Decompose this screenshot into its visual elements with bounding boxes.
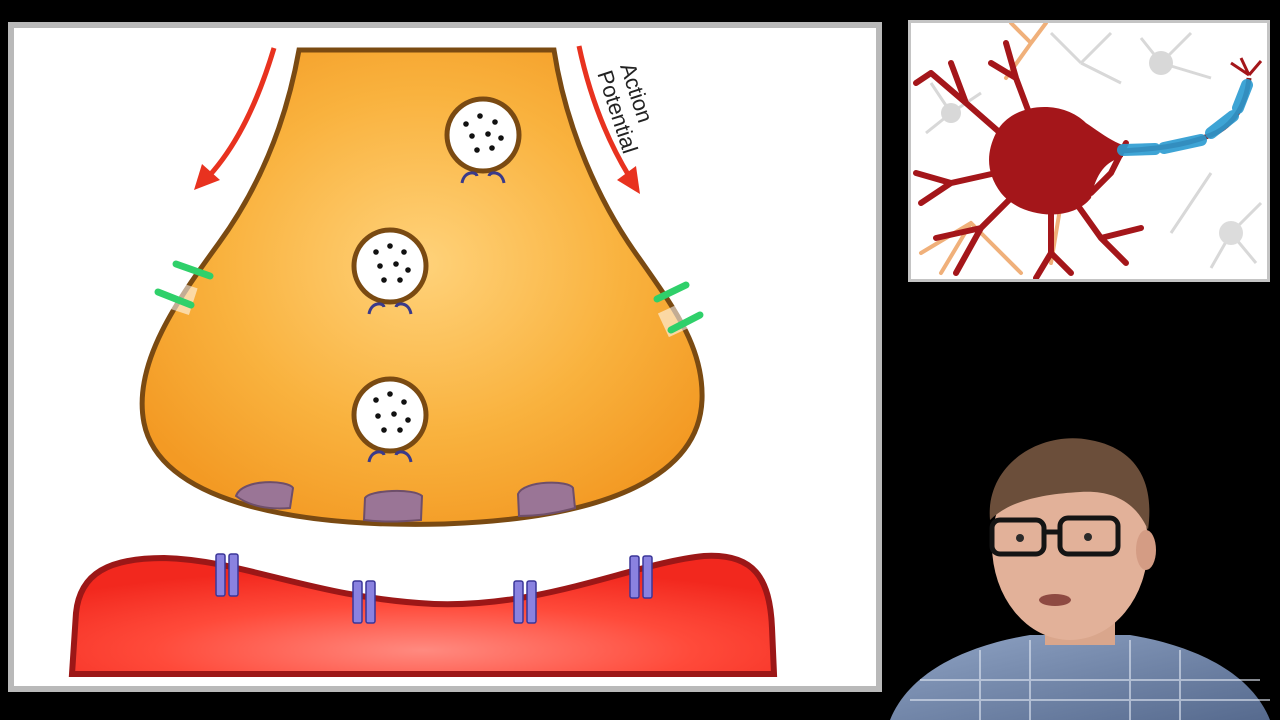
neuron-inset [911, 23, 1267, 279]
glasses [989, 515, 1121, 557]
arrow-icon [576, 45, 640, 194]
receptor-icon [629, 555, 653, 599]
neuron-soma [989, 106, 1123, 215]
docking-protein [362, 489, 424, 523]
vesicle-icon [444, 96, 522, 184]
docking-protein [516, 481, 577, 518]
docking-protein [234, 481, 295, 510]
receptor-icon [513, 580, 537, 624]
myelin-sheath [1117, 79, 1253, 156]
receptor-icon [352, 580, 376, 624]
calcium-channel-icon [653, 281, 704, 334]
neuron-illustration [913, 23, 1263, 279]
action-potential-label: Action Potential [592, 60, 658, 157]
synapse-slide: Action Potential [14, 28, 876, 686]
presenter-figure [890, 438, 1270, 720]
vesicle-icon [351, 227, 429, 315]
synapse-diagram: Action Potential [68, 45, 778, 677]
postsynaptic-cell [68, 552, 778, 677]
presenter-video [880, 420, 1280, 720]
slide-frame: Action Potential [8, 22, 882, 692]
calcium-channel-icon [154, 260, 214, 309]
receptor-icon [215, 553, 239, 597]
vesicle-icon [351, 376, 429, 463]
neuron-inset-frame [908, 20, 1270, 282]
arrow-icon [194, 47, 277, 190]
